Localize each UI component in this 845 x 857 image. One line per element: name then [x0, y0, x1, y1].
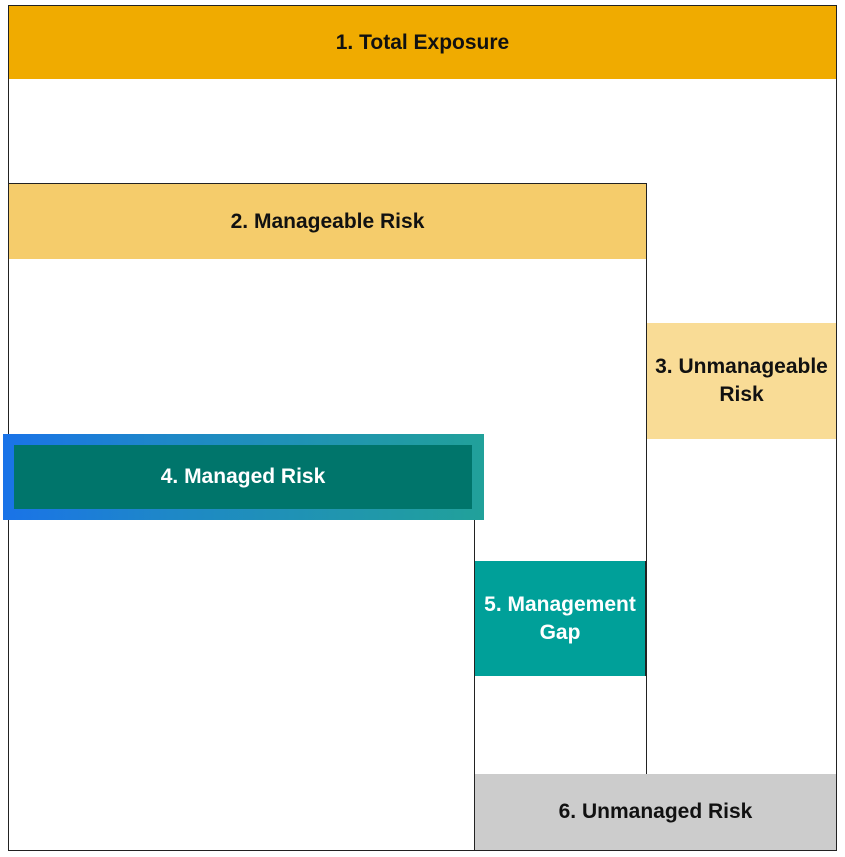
unmanaged-risk-band: 6. Unmanaged Risk: [475, 774, 836, 850]
manageable-risk-band: 2. Manageable Risk: [9, 184, 646, 259]
managed-risk-region: [8, 519, 475, 851]
total-exposure-band: 1. Total Exposure: [9, 6, 836, 79]
managed-risk-label: 4. Managed Risk: [160, 465, 326, 488]
unmanageable-risk-label: 3. Unmanageable Risk: [655, 355, 828, 406]
total-exposure-label: 1. Total Exposure: [335, 30, 510, 54]
unmanaged-risk-label: 6. Unmanaged Risk: [558, 800, 753, 823]
manageable-risk-label: 2. Manageable Risk: [230, 209, 425, 233]
management-gap-band: 5. Management Gap: [475, 561, 646, 676]
management-gap-label: 5. Management Gap: [484, 592, 636, 644]
unmanageable-risk-band: 3. Unmanageable Risk: [647, 323, 836, 439]
managed-risk-band[interactable]: 4. Managed Risk: [14, 445, 472, 509]
